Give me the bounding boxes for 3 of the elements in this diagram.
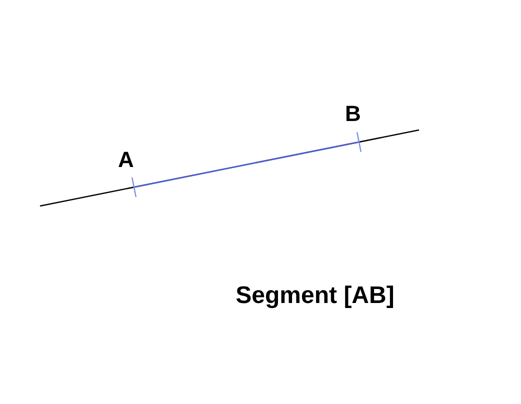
caption: Segment [AB] [236, 282, 394, 310]
point-label: B [345, 101, 361, 127]
point-label: A [118, 147, 134, 173]
